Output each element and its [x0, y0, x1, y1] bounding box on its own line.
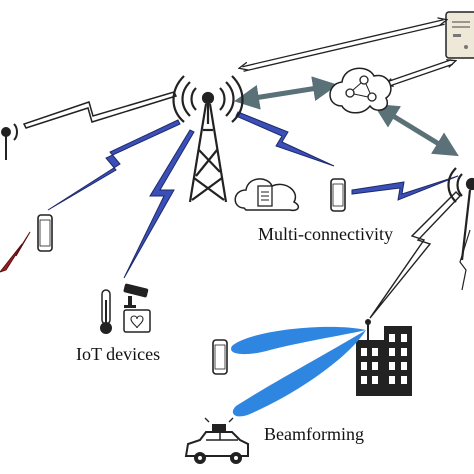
- thermometer-icon: [100, 289, 112, 334]
- server-icon: [445, 11, 474, 59]
- network-cloud-icon: [329, 67, 392, 114]
- core-link-arrows: [240, 20, 455, 87]
- monitor-icon: [123, 309, 151, 333]
- iot-devices-label: IoT devices: [76, 344, 161, 364]
- smartphone-icon: [330, 178, 346, 212]
- cell-tower-icon: [172, 75, 244, 203]
- security-camera-icon: [123, 283, 149, 308]
- building-icon: [356, 319, 412, 396]
- beamforming-label: Beamforming: [264, 424, 364, 444]
- wireless-links: [0, 91, 471, 319]
- antenna-icon: [1, 123, 18, 160]
- backhaul-arrows: [234, 76, 459, 157]
- beamforming-beams: [231, 326, 366, 417]
- cell-tower-icon: [447, 167, 474, 261]
- police-car-icon: [184, 417, 249, 464]
- cloud-icon: [234, 178, 300, 212]
- smartphone-icon: [37, 214, 53, 252]
- multi-connectivity-label: Multi-connectivity: [258, 224, 393, 244]
- smartphone-icon: [212, 339, 228, 375]
